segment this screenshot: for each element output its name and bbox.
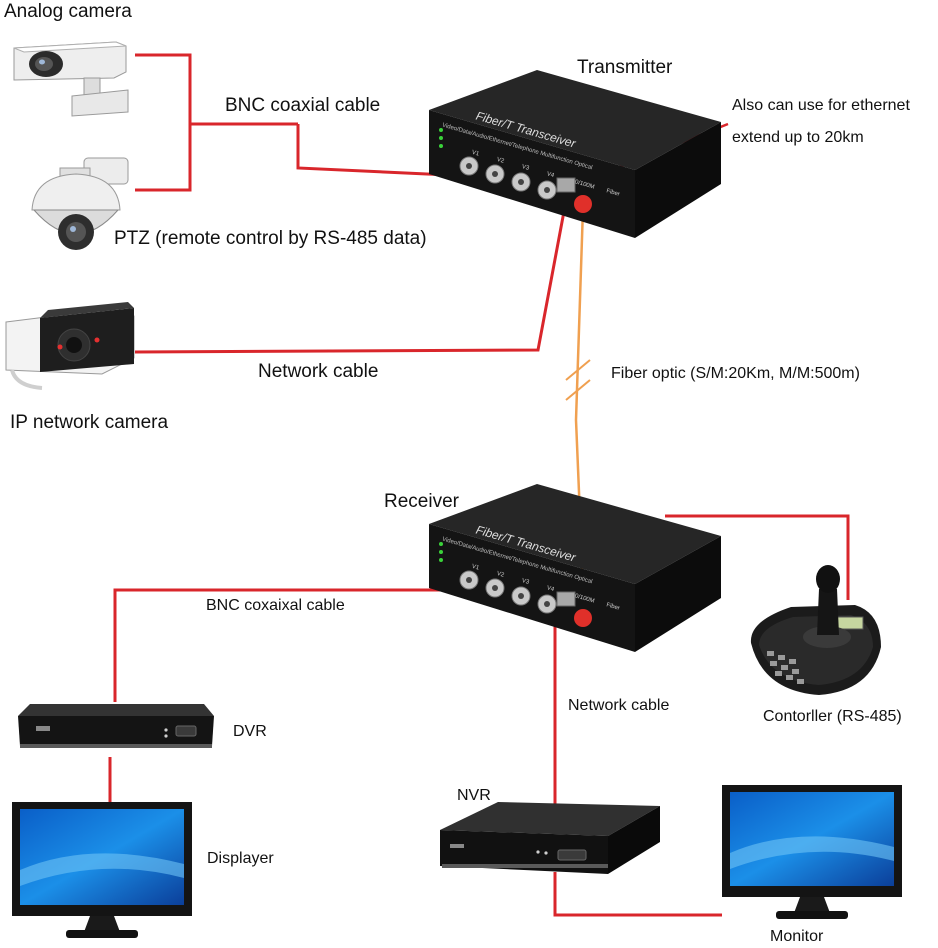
nvr-device xyxy=(440,802,660,874)
receiver-port-label: V4 xyxy=(546,585,555,593)
fiber-break-mark xyxy=(565,359,591,381)
dvr-label: DVR xyxy=(233,723,267,740)
fiber-optic-label: Fiber optic (S/M:20Km, M/M:500m) xyxy=(611,365,860,382)
status-led xyxy=(439,136,443,140)
ethernet-note-line2: extend up to 20km xyxy=(732,129,864,146)
transmitter-port-label: V1 xyxy=(471,150,480,158)
bnc-port xyxy=(485,578,505,598)
transmitter-label: Transmitter xyxy=(577,57,673,78)
controller-label: Contorller (RS-485) xyxy=(763,708,902,725)
receiver-port-label: V1 xyxy=(471,564,480,572)
status-led xyxy=(439,144,443,148)
controller-keyboard-icon xyxy=(750,565,881,695)
status-led xyxy=(439,542,443,546)
bnc-port xyxy=(459,570,479,590)
ip-camera-network-cable xyxy=(134,189,570,354)
receiver-port-label: V2 xyxy=(496,571,505,579)
bnc-port xyxy=(511,172,531,192)
bnc-port xyxy=(459,156,479,176)
status-led xyxy=(439,550,443,554)
nvr-label: NVR xyxy=(457,787,491,804)
ptz-camera-icon xyxy=(31,157,129,250)
ip-camera-icon xyxy=(5,302,135,390)
analog-camera-bnc-cable xyxy=(135,53,192,192)
network-cable-label-top: Network cable xyxy=(258,361,379,382)
monitor-label: Monitor xyxy=(770,928,824,945)
ethernet-port xyxy=(556,591,576,607)
ethernet-note-line1: Also can use for ethernet xyxy=(732,97,910,114)
bnc-coaxial-cable-label: BNC coaxial cable xyxy=(225,95,381,116)
transmitter-fiber-label: Fiber xyxy=(606,188,621,198)
receiver-device: Fiber/T Transceiver Video/Data/Audio/Eth… xyxy=(429,484,721,652)
displayer-label: Displayer xyxy=(207,850,274,867)
transmitter-port-label: V4 xyxy=(546,171,555,179)
fiber-port xyxy=(574,609,592,627)
status-led xyxy=(439,128,443,132)
bnc-port xyxy=(511,586,531,606)
receiver-fiber-label: Fiber xyxy=(606,602,621,612)
dvr-device xyxy=(18,704,214,748)
bnc-port xyxy=(537,180,557,200)
analog-camera-label: Analog camera xyxy=(4,1,132,22)
fiber-break-mark xyxy=(565,379,591,401)
ip-network-camera-label: IP network camera xyxy=(10,412,169,433)
dvr-bnc-cable xyxy=(113,588,440,702)
ptz-bnc-cable xyxy=(296,124,471,178)
analog-camera-icon xyxy=(13,41,129,117)
status-led xyxy=(439,558,443,562)
ethernet-port xyxy=(556,177,576,193)
monitor-icon xyxy=(722,785,902,919)
nvr-monitor-cable xyxy=(553,872,722,917)
fiber-port xyxy=(574,195,592,213)
bnc-port xyxy=(485,164,505,184)
displayer-monitor-icon xyxy=(12,802,192,938)
receiver-label: Receiver xyxy=(384,491,459,512)
ptz-label: PTZ (remote control by RS-485 data) xyxy=(114,228,427,249)
controller-rs485-cable xyxy=(665,514,850,600)
receiver-port-label: V3 xyxy=(521,578,530,586)
bnc-coxaixal-cable-label: BNC coxaixal cable xyxy=(206,597,345,614)
bnc-port xyxy=(537,594,557,614)
network-cable-label-bottom: Network cable xyxy=(568,697,670,714)
transmitter-port-label: V3 xyxy=(521,164,530,172)
transmitter-port-label: V2 xyxy=(496,157,505,165)
transmitter-device: Fiber/T Transceiver Video/Data/Audio/Eth… xyxy=(429,70,721,238)
